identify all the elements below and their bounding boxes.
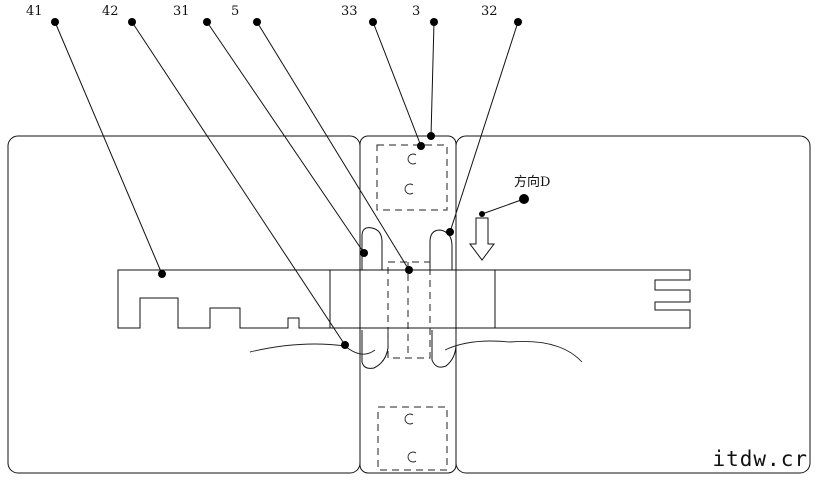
label-31: 31: [173, 4, 190, 19]
leader-32: [449, 21, 519, 233]
leader-31: [206, 21, 365, 254]
label-32: 32: [481, 4, 498, 19]
leader-33: [372, 21, 422, 147]
dot-32-top: [514, 18, 522, 26]
label-42: 42: [102, 4, 119, 19]
horizontal-bar-left: [117, 269, 330, 329]
top-dashed-box: [376, 144, 448, 211]
dot-42-top: [128, 18, 136, 26]
dot-31-top: [203, 18, 211, 26]
hook-top-2: [404, 183, 414, 195]
dot-5-top: [253, 18, 261, 26]
dot-42-end: [341, 341, 349, 349]
dot-41-end: [158, 270, 166, 278]
dot-5-end: [405, 266, 413, 274]
cable-left: [249, 343, 376, 355]
label-5: 5: [231, 4, 239, 19]
right-clip-bottom: [431, 330, 457, 368]
horizontal-bar-right: [495, 269, 691, 329]
leader-41: [54, 21, 163, 275]
dot-31-end: [360, 249, 368, 257]
hook-bottom-1: [404, 413, 414, 425]
leader-5: [256, 21, 410, 271]
dot-32-end: [446, 228, 454, 236]
direction-arrow: [469, 217, 495, 261]
label-41: 41: [26, 4, 43, 19]
dot-3-end: [427, 132, 435, 140]
label-33: 33: [341, 4, 358, 19]
hook-top-1: [407, 153, 417, 165]
watermark-text: itdw.cr: [712, 447, 808, 471]
dot-direction-end: [479, 211, 485, 217]
leader-3: [430, 21, 435, 137]
dot-33-end: [417, 142, 425, 150]
left-clip: [361, 227, 383, 270]
bottom-dashed-box: [377, 406, 448, 471]
dot-33-top: [369, 18, 377, 26]
left-panel: [7, 135, 361, 474]
leader-direction: [481, 198, 525, 215]
dot-3-top: [430, 18, 438, 26]
label-3: 3: [412, 4, 420, 19]
dot-41-top: [51, 18, 59, 26]
hook-bottom-2: [407, 451, 417, 463]
center-dashed-piece: [387, 261, 431, 359]
right-panel: [455, 135, 811, 474]
dot-direction: [519, 194, 529, 204]
center-strip: [359, 135, 457, 474]
label-direction: 方向D: [514, 174, 550, 190]
right-clip: [429, 229, 453, 270]
left-clip-bottom: [361, 330, 389, 369]
leader-42: [131, 21, 346, 346]
bar-sleeve: [329, 269, 496, 329]
cable-right: [444, 340, 583, 363]
